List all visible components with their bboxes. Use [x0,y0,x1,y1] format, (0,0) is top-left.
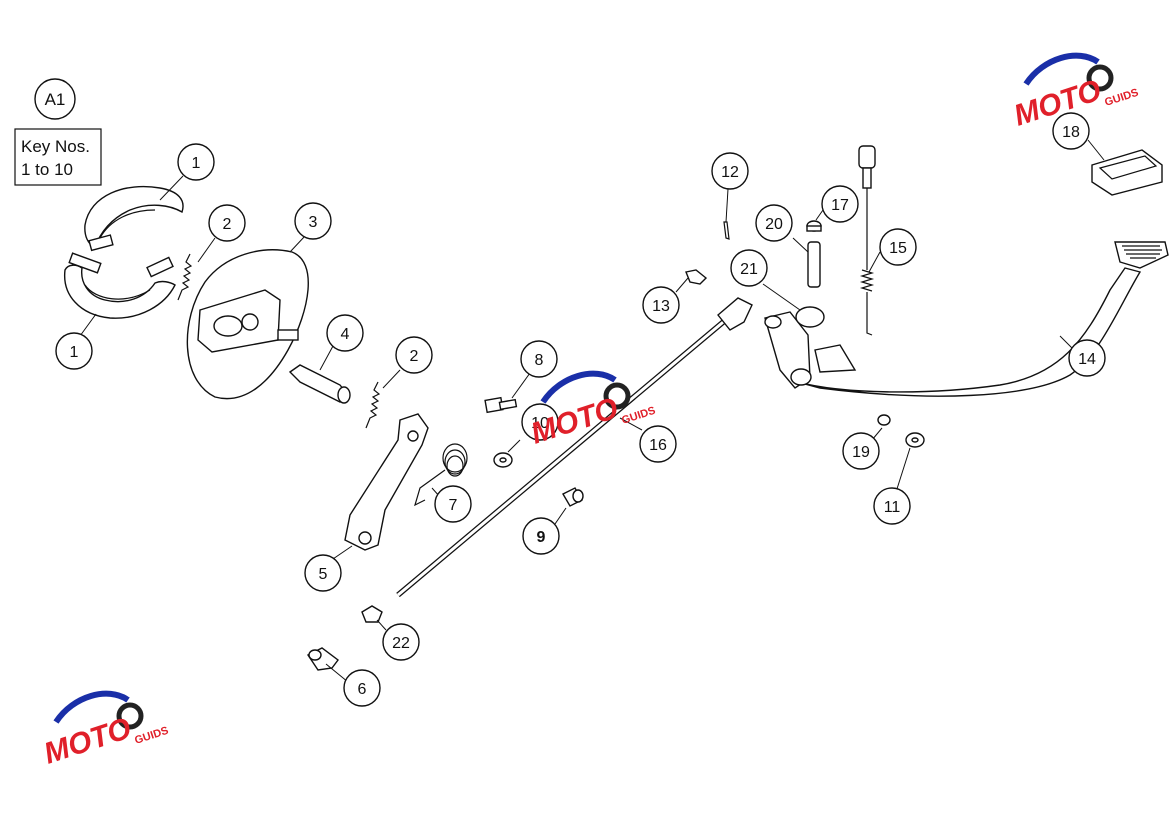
callout-2-upper: 2 [208,204,246,242]
stud [807,241,821,288]
callout-3: 3 [294,202,332,240]
callout-17: 17 [821,185,859,223]
callout-7: 7 [434,485,472,523]
callout-12: 12 [711,152,749,190]
callout-1-upper: 1 [177,143,215,181]
callout-13: 13 [642,286,680,324]
leader-lines [79,139,1105,683]
clevis-pin [306,647,339,671]
cap [795,306,825,328]
callout-18: 18 [1052,112,1090,150]
logo-sub-text: GUIDS [1103,87,1140,109]
split-pin [723,221,730,240]
callout-14: 14 [1068,339,1106,377]
brake-shoe-upper [84,185,184,252]
callout-7-text: 7 [449,497,458,514]
callout-9: 9 [522,517,560,555]
logo-swoosh-icon [53,690,130,724]
watermark-logo-bottom-left: MOTO GUIDS [40,690,170,771]
brake-cam [288,364,351,404]
callout-2-upper-text: 2 [223,216,232,233]
callout-11-text: 11 [884,499,901,516]
callout-8: 8 [520,340,558,378]
pedal-rubber [1091,149,1163,196]
callout-15: 15 [879,228,917,266]
callout-1-upper-text: 1 [192,155,201,172]
callout-1-lower: 1 [55,332,93,370]
torsion-spring [414,443,468,507]
brake-shoe-lower [64,252,176,319]
small-nut [877,414,891,426]
callout-22-text: 22 [392,635,410,652]
stop-lamp-switch-and-spring [858,145,876,336]
watermark-logo-center: MOTO GUIDS [527,370,657,451]
assembly-label: A1 [34,78,76,120]
callout-13-text: 13 [652,298,670,315]
callout-10-text: 10 [531,415,549,432]
logo-gear-icon [1086,64,1114,92]
callout-18-text: 18 [1062,124,1080,141]
brake-pedal [764,241,1169,397]
callout-8-text: 8 [535,352,544,369]
callout-3-text: 3 [309,214,318,231]
return-spring-upper [177,253,193,301]
callout-12-text: 12 [721,164,739,181]
callout-2-lower-text: 2 [410,348,419,365]
assembly-label-text: A1 [45,90,66,109]
callout-16-text: 16 [649,437,667,454]
key-note-line-2: 1 to 10 [21,160,73,179]
callout-19-text: 19 [852,444,870,461]
callout-5-text: 5 [319,566,328,583]
key-note-line-1: Key Nos. [21,137,90,156]
callout-6-text: 6 [358,681,367,698]
pedal-clevis-pin [685,269,708,285]
callout-5: 5 [304,554,342,592]
callout-2-lower: 2 [395,336,433,374]
callout-15-text: 15 [889,240,907,257]
logo-gear-icon [603,382,631,410]
callout-6: 6 [343,669,381,707]
callout-20: 20 [755,204,793,242]
washer-left [493,452,513,468]
callout-4-text: 4 [341,326,350,343]
bolt [484,396,518,414]
callout-4: 4 [326,314,364,352]
nut [806,220,822,232]
callout-19: 19 [842,432,880,470]
brake-back-plate [186,249,309,400]
logo-sub-text: GUIDS [620,405,657,427]
rod-adjuster-nut [361,605,383,623]
callouts: 1 1 2 2 3 4 5 6 7 8 9 10 11 12 13 14 15 … [55,112,1106,707]
callout-21-text: 21 [740,261,758,278]
callout-1-lower-text: 1 [70,344,79,361]
callout-21: 21 [730,249,768,287]
callout-17-text: 17 [831,197,849,214]
callout-14-text: 14 [1078,351,1096,368]
callout-9-text: 9 [537,529,546,546]
logo-sub-text: GUIDS [133,725,170,747]
brake-rod [396,297,753,598]
return-spring-lower [365,381,381,429]
logo-swoosh-icon [540,370,617,404]
callout-16: 16 [639,425,677,463]
washer-right [905,432,925,448]
callout-22: 22 [382,623,420,661]
callout-20-text: 20 [765,216,783,233]
key-note-box: Key Nos. 1 to 10 [14,128,102,186]
logo-swoosh-icon [1023,52,1100,86]
brake-lever-arm [344,413,429,551]
logo-gear-icon [116,702,144,730]
bush [562,487,584,507]
callout-10: 10 [521,403,559,441]
callout-11: 11 [873,487,911,525]
